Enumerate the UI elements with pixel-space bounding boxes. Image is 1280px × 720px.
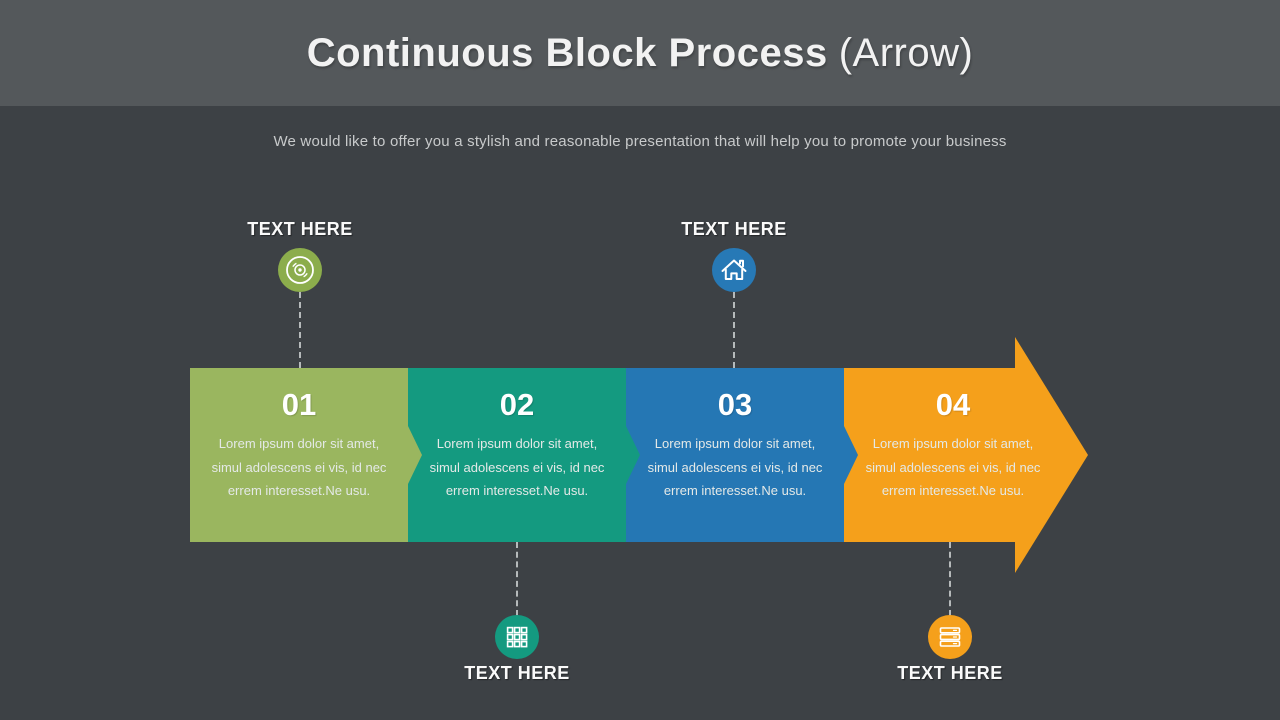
process-block-03: 03 Lorem ipsum dolor sit amet, simul ado… [626, 368, 844, 542]
marker-badge [495, 615, 539, 659]
marker-badge [278, 248, 322, 292]
process-block-03-shape [626, 368, 844, 542]
block-body: Lorem ipsum dolor sit amet, simul adoles… [865, 436, 1041, 498]
block-body: Lorem ipsum dolor sit amet, simul adoles… [647, 436, 823, 498]
connector-bottom-block-04 [949, 542, 951, 616]
home-icon [712, 248, 756, 292]
process-block-02: 02 Lorem ipsum dolor sit amet, simul ado… [408, 368, 626, 542]
slide-header: Continuous Block Process(Arrow) [0, 0, 1280, 106]
page-title: Continuous Block Process(Arrow) [307, 31, 974, 76]
grid-icon [495, 615, 539, 659]
block-number: 03 [717, 387, 753, 422]
marker-badge [712, 248, 756, 292]
marker-badge [928, 615, 972, 659]
process-block-02-shape [408, 368, 626, 542]
arrow-head [1015, 337, 1088, 573]
process-block-04: 04 Lorem ipsum dolor sit amet, simul ado… [844, 368, 1062, 542]
page-title-suffix: (Arrow) [838, 30, 974, 75]
block-number: 01 [281, 387, 317, 422]
marker-label: TEXT HERE [464, 663, 570, 683]
marker-label: TEXT HERE [897, 663, 1003, 683]
connector-top-block-03 [733, 292, 735, 368]
page-title-bold: Continuous Block Process [306, 30, 828, 75]
connector-top-block-01 [299, 292, 301, 368]
cd-icon [278, 248, 322, 292]
chevron-right-icon [844, 426, 858, 484]
process-block-04-shape [844, 368, 1015, 542]
block-number: 04 [935, 387, 971, 422]
block-number: 02 [499, 387, 535, 422]
connector-bottom-block-02 [516, 542, 518, 616]
block-body: Lorem ipsum dolor sit amet, simul adoles… [429, 436, 605, 498]
chevron-right-icon [626, 426, 640, 484]
marker-label: TEXT HERE [681, 219, 787, 239]
process-block-01: 01 Lorem ipsum dolor sit amet, simul ado… [190, 368, 408, 542]
server-icon [928, 615, 972, 659]
block-body: Lorem ipsum dolor sit amet, simul adoles… [211, 436, 387, 498]
marker-label: TEXT HERE [247, 219, 353, 239]
slide-subtitle: We would like to offer you a stylish and… [273, 133, 1007, 150]
process-block-01-shape [190, 368, 408, 542]
chevron-right-icon [408, 426, 422, 484]
